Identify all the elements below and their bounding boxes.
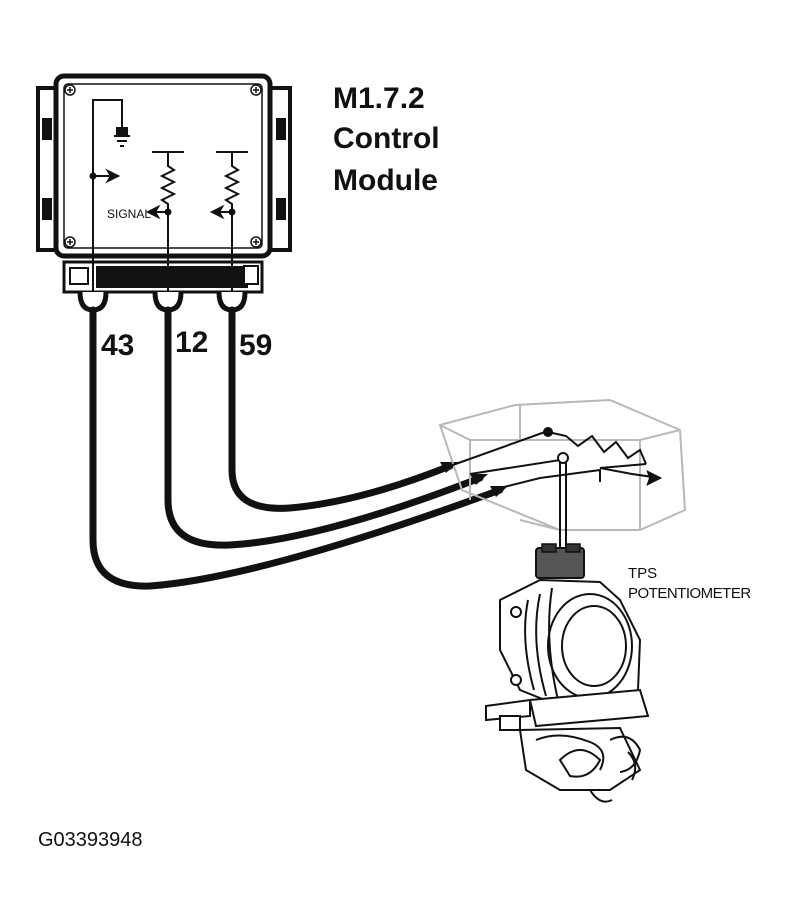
harness-wires: [89, 306, 504, 590]
pin-label-59: 59: [239, 329, 272, 362]
pin-label-12: 12: [175, 326, 208, 359]
wire-59: [228, 306, 454, 512]
module-title-line3: Module: [333, 164, 438, 197]
wire-43: [89, 306, 504, 590]
tps-sensor: [535, 543, 585, 579]
screw-icon: [64, 84, 262, 248]
figure-id: G03393948: [38, 829, 143, 851]
pin-label-43: 43: [101, 329, 134, 362]
module-title-line2: Control: [333, 122, 440, 155]
tps-label-line2: POTENTIOMETER: [628, 585, 751, 602]
internal-circuit: [89, 99, 248, 292]
intake-housing-outline: [438, 398, 687, 531]
pin-terminals: [77, 291, 248, 313]
module-title-line1: M1.7.2: [333, 82, 425, 115]
wire-12: [164, 306, 484, 549]
ground-icon: [114, 135, 130, 147]
throttle-body: [485, 578, 650, 803]
tps-label-line1: TPS: [628, 565, 657, 582]
control-module: [36, 73, 292, 294]
signal-label: SIGNAL: [107, 207, 151, 221]
potentiometer-schematic: [449, 427, 663, 560]
